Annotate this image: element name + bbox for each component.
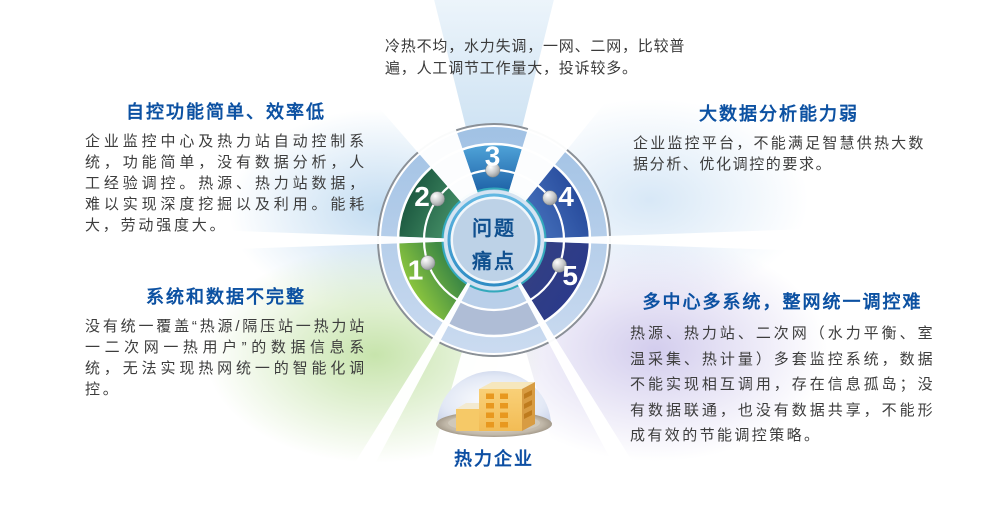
building-roof — [479, 382, 535, 389]
pain-block-body: 企业监控中心及热力站自动控制系统，功能简单，没有数据分析，人工经验调控。热源、热… — [85, 133, 367, 234]
pain-block-body: 企业监控平台，不能满足智慧供热大数据分析、优化调控的要求。 — [633, 135, 925, 173]
pain-block-title: 大数据分析能力弱 — [699, 104, 859, 124]
orbit-node-5 — [551, 257, 567, 273]
building-side-windows — [524, 390, 532, 419]
light-beam — [541, 222, 1000, 258]
pain-block-body: 没有统一覆盖“热源/隔压站一热力站一二次网一热用户”的数据信息系统，无法实现热网… — [85, 318, 367, 398]
pain-block-top-left: 自控功能简单、效率低 企业监控中心及热力站自动控制系统，功能简单，没有数据分析，… — [85, 98, 367, 236]
wheel-numbers: 1 2 3 4 5 — [408, 141, 578, 291]
top-light-cone — [434, 0, 554, 128]
building-left-front — [456, 409, 479, 431]
wheel-segment-5 — [521, 241, 589, 321]
orbit-node-2 — [429, 191, 445, 207]
wheel-number-2: 2 — [414, 181, 430, 212]
orbit-node-4 — [542, 190, 558, 206]
hub-label-line1: 问题 — [472, 217, 516, 240]
light-beam — [0, 222, 447, 258]
light-beam — [507, 0, 689, 205]
center-hub: 问题 痛点 — [444, 190, 544, 290]
enterprise-building-icon — [436, 371, 552, 437]
pain-block-bottom-right: 多中心多系统，整网统一调控难 热源、热力站、二次网（水力平衡、室温采集、热计量）… — [630, 288, 935, 449]
light-beam — [325, 282, 471, 510]
pain-block-bottom-left: 系统和数据不完整 没有统一覆盖“热源/隔压站一热力站一二次网一热用户”的数据信息… — [85, 283, 367, 400]
wheel-filler-inner — [461, 285, 527, 309]
wheel-segment-1 — [399, 241, 467, 321]
enterprise-label: 热力企业 — [454, 449, 534, 469]
light-beam — [517, 282, 663, 510]
top-note-text: 冷热不均，水力失调，一网、二网，比较普遍，人工调节工作量大，投诉较多。 — [385, 38, 686, 77]
orbit-node-3 — [485, 162, 501, 178]
pain-block-title: 系统和数据不完整 — [146, 287, 306, 307]
wheel-number-5: 5 — [562, 260, 578, 291]
top-light-cone-fill — [434, 0, 554, 128]
orbit-node-1 — [420, 255, 436, 271]
pain-block-title: 多中心多系统，整网统一调控难 — [642, 292, 923, 312]
hub-face — [453, 199, 535, 281]
pain-block-top-right: 大数据分析能力弱 企业监控平台，不能满足智慧供热大数据分析、优化调控的要求。 — [633, 100, 925, 175]
wheel-number-3: 3 — [485, 141, 501, 172]
pain-block-title: 自控功能简单、效率低 — [126, 102, 326, 122]
wheel-number-4: 4 — [558, 181, 574, 212]
hub-label-line2: 痛点 — [472, 249, 516, 273]
pain-block-body: 热源、热力站、二次网（水力平衡、室温采集、热计量）多套监控系统，数据不能实现相互… — [630, 325, 935, 444]
orbit-ring-and-nodes — [420, 162, 567, 312]
light-beam — [285, 0, 480, 206]
wheel-number-1: 1 — [408, 255, 424, 286]
wheel-filler-outer — [449, 300, 539, 335]
building-front-windows — [486, 393, 508, 428]
